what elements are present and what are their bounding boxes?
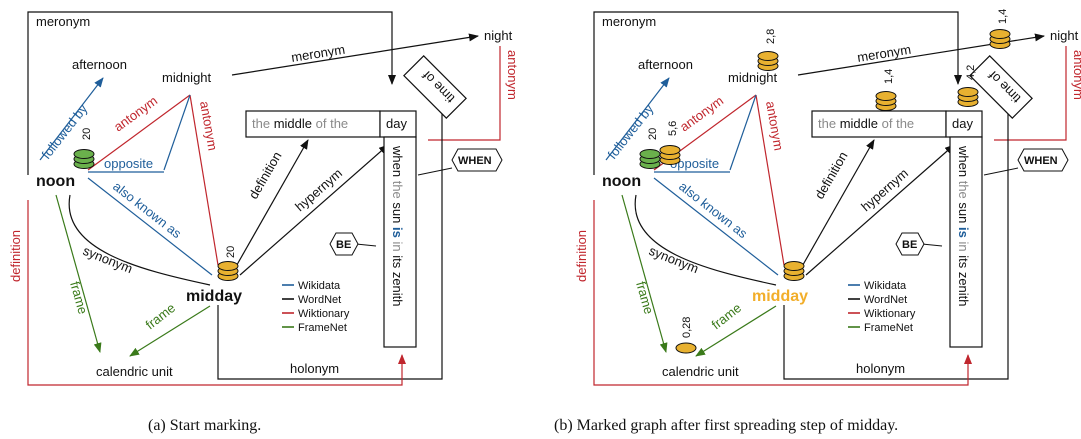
zenith-text-b: when the sun is in its zenith <box>956 145 971 307</box>
tag-be: BE <box>336 239 351 251</box>
label-frame-a-b: frame <box>633 280 657 316</box>
legend-wiktionary-b: Wiktionary <box>864 308 916 320</box>
label-also-known-as-b: also known as <box>676 179 751 242</box>
definition-text-b: the middle of the <box>818 116 914 131</box>
marker-calendric-value: 0,28 <box>681 317 693 338</box>
legend-wikidata-b: Wikidata <box>864 280 907 292</box>
label-meronym-top: meronym <box>36 14 90 29</box>
legend-wordnet: WordNet <box>298 294 341 306</box>
legend-wiktionary: Wiktionary <box>298 308 350 320</box>
node-noon: noon <box>36 173 75 190</box>
caption-a: (a) Start marking. <box>148 417 261 434</box>
label-definition-red-b: definition <box>574 230 589 282</box>
label-holonym-b: holonym <box>856 361 905 376</box>
node-calendric-unit: calendric unit <box>96 364 173 379</box>
label-antonym-a: antonym <box>111 93 160 134</box>
node-calendric-unit-b: calendric unit <box>662 364 739 379</box>
marker-noon-extra <box>659 145 681 165</box>
marker-night <box>989 29 1011 49</box>
marker-calendric <box>675 342 697 354</box>
marker-noon-extra-value: 5,6 <box>667 121 679 136</box>
legend-wikidata: Wikidata <box>298 280 341 292</box>
tag-when-b: WHEN <box>1024 155 1058 167</box>
marker-day-value: 4,2 <box>965 65 977 80</box>
label-opposite-b: opposite <box>670 156 719 171</box>
node-night: night <box>484 28 513 43</box>
marker-midday-a-value: 20 <box>225 246 237 258</box>
label-antonym-b: antonym <box>197 100 220 152</box>
marker-midnight-value: 2,8 <box>765 29 777 44</box>
label-definition-b: definition <box>812 149 851 202</box>
label-holonym: holonym <box>290 361 339 376</box>
marker-midday-b <box>783 261 805 281</box>
label-synonym: synonym <box>81 243 135 276</box>
node-midnight-b: midnight <box>728 70 778 85</box>
caption-b: (b) Marked graph after first spreading s… <box>554 417 898 434</box>
legend-wordnet-b: WordNet <box>864 294 907 306</box>
panel-b: meronym meronym followed by antonym anto… <box>554 9 1081 434</box>
node-night-b: night <box>1050 28 1079 43</box>
label-frame-a: frame <box>67 280 91 316</box>
marker-day <box>957 87 979 107</box>
legend-framenet: FrameNet <box>298 322 347 334</box>
label-definition-red: definition <box>8 230 23 282</box>
label-frame-b: frame <box>143 300 178 332</box>
label-antonym-a-b: antonym <box>677 93 726 134</box>
marker-noon-b <box>639 149 661 169</box>
marker-noon-a <box>73 149 95 169</box>
label-also-known-as: also known as <box>110 179 185 242</box>
label-antonym-b-b: antonym <box>763 100 786 152</box>
definition-text: the middle of the <box>252 116 348 131</box>
node-noon-b: noon <box>602 173 641 190</box>
node-midday-b: midday <box>752 288 808 305</box>
node-day: day <box>386 116 407 131</box>
marker-noon-b-value: 20 <box>647 128 659 140</box>
node-afternoon: afternoon <box>72 57 127 72</box>
marker-night-value: 1,4 <box>997 9 1009 24</box>
node-midday: midday <box>186 288 242 305</box>
marker-middle <box>875 91 897 111</box>
panel-a: meronym meronym followed by antonym anto… <box>8 12 520 434</box>
marker-noon-a-value: 20 <box>81 128 93 140</box>
marker-midnight <box>757 51 779 71</box>
zenith-text: when the sun is in its zenith <box>390 145 405 307</box>
marker-middle-value: 1,4 <box>883 69 895 84</box>
label-frame-b-b: frame <box>709 300 744 332</box>
label-synonym-b: synonym <box>647 243 701 276</box>
label-antonym-c-b: antonym <box>1071 50 1081 100</box>
tag-when: WHEN <box>458 155 492 167</box>
label-definition: definition <box>246 149 285 202</box>
node-day-b: day <box>952 116 973 131</box>
legend-framenet-b: FrameNet <box>864 322 913 334</box>
label-opposite: opposite <box>104 156 153 171</box>
label-meronym-top-b: meronym <box>602 14 656 29</box>
label-antonym-c: antonym <box>505 50 520 100</box>
node-midnight: midnight <box>162 70 212 85</box>
node-afternoon-b: afternoon <box>638 57 693 72</box>
tag-be-b: BE <box>902 239 917 251</box>
marker-midday-a <box>217 261 239 281</box>
